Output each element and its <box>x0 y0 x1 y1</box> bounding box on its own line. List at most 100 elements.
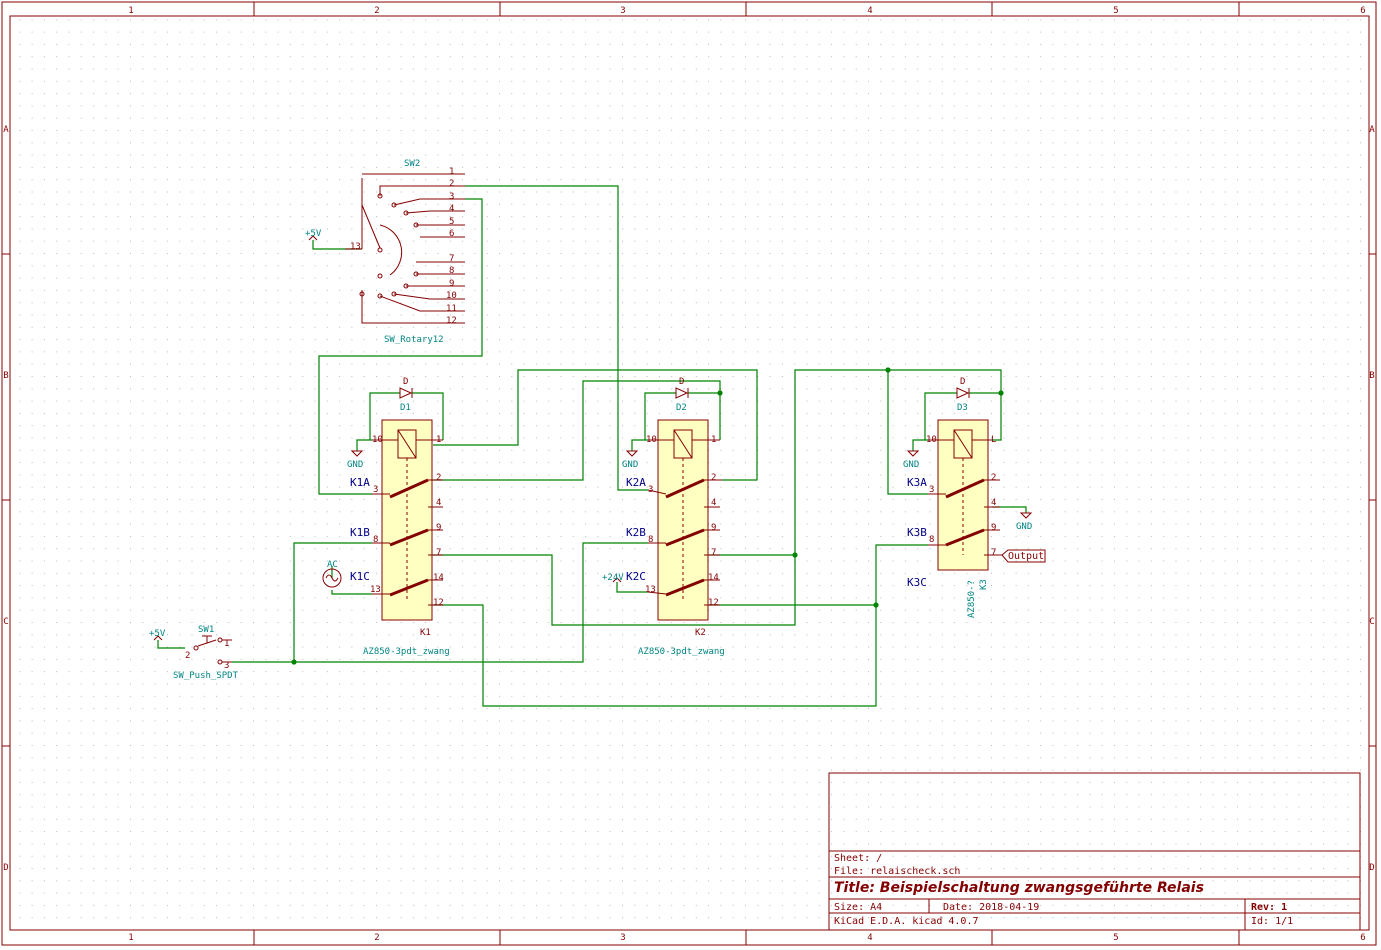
d1-value: D <box>403 377 408 387</box>
junction-dot <box>717 390 723 396</box>
k2-pin-13: 13 <box>645 585 656 595</box>
k1-pin-13: 13 <box>370 585 381 595</box>
k1-coil-pin-10: 10 <box>372 435 383 445</box>
k2-pin-3: 3 <box>648 485 653 495</box>
col-label-top: 2 <box>374 6 379 16</box>
k3-pin-2: 2 <box>991 473 996 483</box>
gnd-symbols <box>350 450 1033 519</box>
wire <box>912 439 928 451</box>
gnd-label: GND <box>1016 522 1032 532</box>
junction-dot <box>873 602 879 608</box>
col-label-top: 1 <box>128 6 133 16</box>
junction-dot <box>291 659 297 665</box>
k2-pin-2: 2 <box>711 473 716 483</box>
sw2-pin-4: 4 <box>449 204 454 214</box>
d2-ref: D2 <box>676 403 687 413</box>
sw2-rotary-switch <box>345 173 465 324</box>
relay-k3: 10 L 3 2 4 8 9 7 K3A K3B K3C AZ850-? K3 <box>907 419 1002 618</box>
k2a-ref: K2A <box>626 476 646 489</box>
diode-labels: D D1 D D2 D D3 <box>400 377 968 413</box>
sw2-pin-10: 10 <box>446 291 457 301</box>
gnd-labels: GND GND GND GND <box>347 460 1032 532</box>
k3b-ref: K3B <box>907 526 927 539</box>
k2-pin-4: 4 <box>711 498 716 508</box>
d3-ref: D3 <box>957 403 968 413</box>
sw1-pin-2: 2 <box>185 651 190 661</box>
wire <box>465 185 648 491</box>
row-label-right: D <box>1369 863 1374 873</box>
k2-pin-9: 9 <box>711 523 716 533</box>
sw1-ref: SW1 <box>198 625 214 635</box>
wire <box>433 380 721 481</box>
gnd-label: GND <box>622 460 638 470</box>
col-label-bottom: 4 <box>867 933 872 943</box>
tb-date: Date: 2018-04-19 <box>943 902 1039 913</box>
junction-dot <box>792 552 798 558</box>
wire <box>433 369 888 626</box>
k1-pin-8: 8 <box>373 535 378 545</box>
sw2-pin-12: 12 <box>446 316 457 326</box>
row-label-left: B <box>3 371 8 381</box>
k2c-ref: K2C <box>626 570 646 583</box>
sw2-pin-5: 5 <box>449 217 454 227</box>
tb-title: Title: Beispielschaltung zwangsgeführte … <box>834 880 1204 896</box>
k3-pin-7: 7 <box>991 548 996 558</box>
sw2-pin-7: 7 <box>449 254 454 264</box>
sw1-labels: SW1 SW_Push_SPDT 1 2 3 <box>173 625 239 681</box>
k3-coil-pin-10: 10 <box>926 435 937 445</box>
row-label-right: C <box>1369 617 1374 627</box>
col-label-bottom: 6 <box>1360 933 1365 943</box>
k2-value: AZ850-3pdt_zwang <box>638 647 725 657</box>
wire <box>157 640 185 649</box>
wire <box>433 544 928 707</box>
col-label-bottom: 2 <box>374 933 379 943</box>
row-label-left: A <box>3 125 9 135</box>
sw2-ref: SW2 <box>404 159 420 169</box>
tb-file: File: relaischeck.sch <box>834 866 960 877</box>
k1-value: AZ850-3pdt_zwang <box>363 647 450 657</box>
sw1-value: SW_Push_SPDT <box>173 671 239 681</box>
junction-dot <box>885 367 891 373</box>
output-label-text: Output <box>1008 551 1044 562</box>
wire <box>888 369 1002 393</box>
tb-sheet: Sheet: / <box>834 853 882 864</box>
ac-label: AC <box>327 560 338 570</box>
wire <box>924 392 957 440</box>
sw1-push-switch <box>193 635 232 665</box>
tb-id: Id: 1/1 <box>1251 916 1293 927</box>
k1-pin-12: 12 <box>433 598 444 608</box>
k2-ref: K2 <box>695 628 706 638</box>
k3-value: AZ850-? <box>967 580 977 618</box>
k1-ref: K1 <box>420 628 431 638</box>
p5v-label: +5V <box>305 229 322 239</box>
output-label: Output <box>1001 549 1046 563</box>
wire <box>992 506 1027 513</box>
sw2-pin-2: 2 <box>449 179 454 189</box>
k1-pin-4: 4 <box>436 498 441 508</box>
k3-pin-8: 8 <box>929 535 934 545</box>
junctions <box>291 367 1004 665</box>
col-label-top: 6 <box>1360 6 1365 16</box>
wire <box>356 439 372 451</box>
wire <box>369 392 400 440</box>
k3c-ref: K3C <box>907 576 927 589</box>
sw2-pin-3: 3 <box>449 192 454 202</box>
k1a-ref: K1A <box>350 476 370 489</box>
k3a-ref: K3A <box>907 476 927 489</box>
sw2-pin-11: 11 <box>446 304 457 314</box>
k2-coil-pin-10: 10 <box>646 435 657 445</box>
k1b-ref: K1B <box>350 526 370 539</box>
k1c-ref: K1C <box>350 570 370 583</box>
wire <box>631 439 648 451</box>
ac-source: AC <box>322 560 342 588</box>
k3-pin-3: 3 <box>929 485 934 495</box>
k2-pin-8: 8 <box>648 535 653 545</box>
col-label-top: 3 <box>620 6 625 16</box>
k1-pin-3: 3 <box>373 485 378 495</box>
k1-pin-2: 2 <box>436 473 441 483</box>
relay-k2: 10 1 3 2 4 8 9 7 13 14 12 K2A K2B K2C K2… <box>626 419 725 657</box>
row-label-right: B <box>1369 371 1374 381</box>
row-label-left: D <box>3 863 8 873</box>
